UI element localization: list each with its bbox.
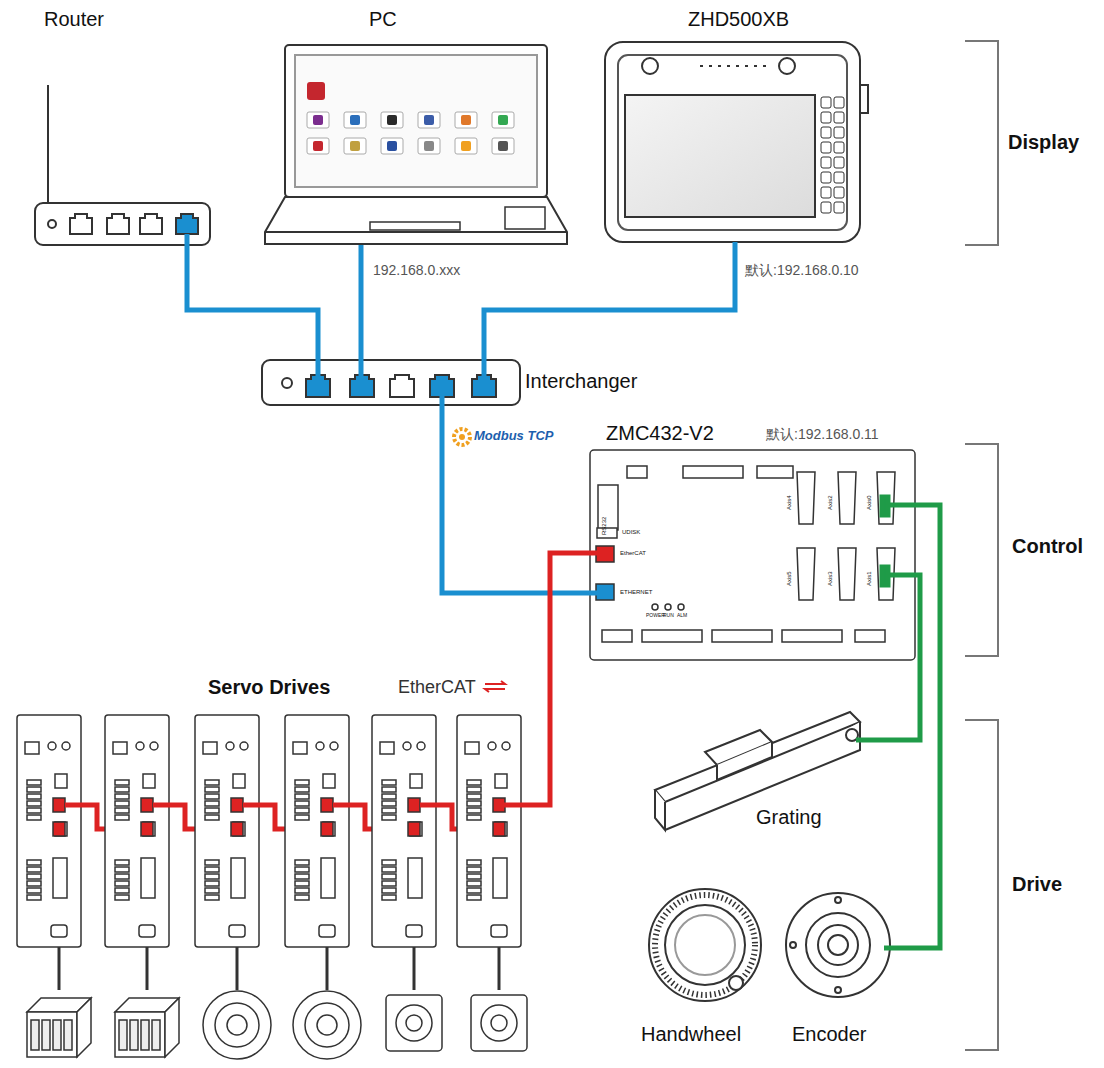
device-name: Servo Drives [208,676,330,699]
device-node: Handwheel [636,860,778,1055]
bus-logo: EtherCAT [398,677,476,698]
led-label: POWER [646,613,665,619]
axis-label: Axis1 [866,571,873,586]
router-icon [35,85,210,245]
device-node: Interchanger [258,356,670,408]
device-node: PC [265,5,570,245]
handwheel-icon [649,889,761,1001]
motor [471,995,527,1051]
device-name: PC [369,8,397,31]
edge-label: Modbus TCP [472,429,555,444]
servo-drive [285,715,349,990]
device-name: Handwheel [641,1023,741,1046]
cable [442,408,590,593]
servo-drive [372,715,436,990]
port-label: EtherCAT [620,550,646,557]
axis-label: Axis2 [827,495,834,510]
laptop-icon [265,45,567,244]
pendant-icon [605,42,868,242]
axis-label: Axis3 [827,571,834,586]
section-label: Control [1012,535,1083,558]
edge-label: 默认:192.168.0.10 [743,262,861,278]
servo-drive [105,715,169,990]
cable [895,505,940,948]
device-name: Interchanger [525,370,637,393]
device-name: Router [44,8,104,31]
port-label: ETHERNET [620,589,652,596]
servo-drive [195,715,259,990]
cable [528,553,590,805]
device-node: Router [30,5,220,245]
section-label: Drive [1012,873,1062,896]
motor [115,998,179,1057]
servo-drive [457,715,521,990]
axis-label: Axis5 [786,571,793,586]
controller-body [590,450,915,660]
grating-icon [655,712,860,830]
device-node: ZMC432-V2 默认:192.168.0.11 [590,420,915,662]
ip-address: 默认:192.168.0.11 [766,426,879,442]
device-name: ZMC432-V2 [606,422,714,445]
cable [359,245,364,356]
switch-icon [262,360,520,405]
bracket [965,41,998,1050]
port-label: UDISK [622,529,640,536]
cable [187,245,318,356]
device-name: Grating [756,806,822,829]
servo-drive [17,715,81,990]
motor [293,991,361,1059]
cable [484,245,735,356]
led-label: RUN [663,613,674,619]
device-node: Servo Drives [8,676,528,1060]
motor [203,991,271,1059]
device-name: Encoder [792,1023,867,1046]
edge-label: 192.168.0.xxx [371,262,462,278]
device-node: Grating [648,700,870,840]
motor [27,998,91,1057]
device-node: Encoder [782,870,895,1055]
led-label: ALM [677,613,687,619]
device-node: ZHD500XB [600,5,870,245]
cable [870,575,920,740]
encoder-icon [786,893,890,997]
axis-label: Axis4 [786,495,793,510]
motor [386,995,442,1051]
device-name: ZHD500XB [688,8,789,31]
port-label: RS232 [601,517,608,535]
axis-label: Axis0 [866,495,873,510]
section-label: Display [1008,131,1079,154]
